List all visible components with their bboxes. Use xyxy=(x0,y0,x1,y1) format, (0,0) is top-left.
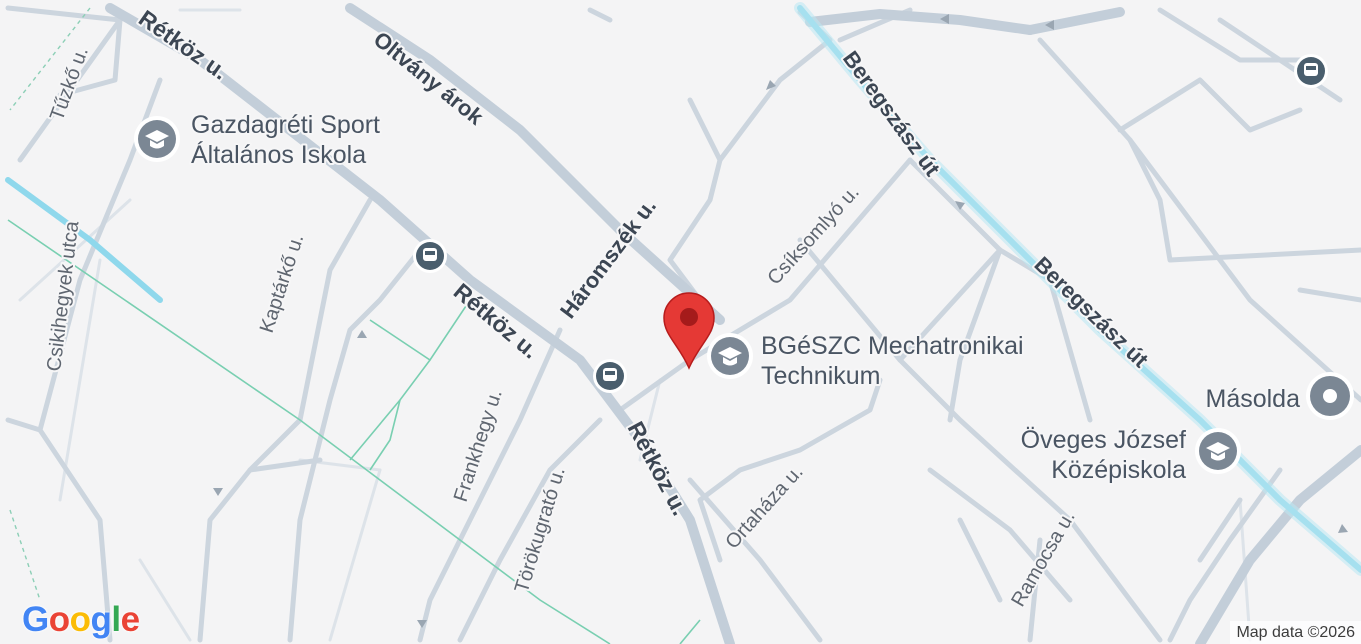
map-attribution[interactable]: Map data ©2026 xyxy=(1230,621,1361,644)
poi-bgeszc-school[interactable]: BGéSZC Mechatronikai Technikum xyxy=(707,330,1026,392)
tram-outline xyxy=(794,2,1361,576)
bus-stop-1[interactable] xyxy=(413,239,447,273)
place-icon-dot xyxy=(1323,389,1337,403)
poi-oveges-school[interactable]: Öveges József Középiskola xyxy=(1019,424,1241,486)
logo-letter: G xyxy=(22,600,49,639)
one-way-arrows xyxy=(213,14,1348,628)
poi-masolda[interactable]: Másolda xyxy=(1204,372,1355,420)
poi-gazdagreti-school[interactable]: Gazdagréti Sport Általános Iskola xyxy=(134,109,382,171)
logo-letter: e xyxy=(120,600,140,639)
footpaths xyxy=(7,219,701,644)
poi-label-gazdagreti-2: Általános Iskola xyxy=(191,140,366,169)
dashed-paths xyxy=(9,7,91,601)
logo-letter: o xyxy=(69,600,91,639)
bus-stop-2[interactable] xyxy=(593,359,627,393)
poi-label-oveges-1: Öveges József xyxy=(1021,426,1186,454)
school-icon-glyph xyxy=(145,130,169,149)
poi-label-oveges-2: Középiskola xyxy=(1051,456,1186,484)
school-icon-glyph xyxy=(718,347,742,366)
logo-letter: o xyxy=(48,600,70,639)
logo-letter: l xyxy=(111,600,121,639)
location-marker[interactable] xyxy=(663,292,715,370)
google-logo[interactable]: Google xyxy=(22,602,140,637)
major-roads xyxy=(105,3,1361,644)
bus-window xyxy=(1306,66,1316,70)
school-icon-glyph xyxy=(1206,442,1230,461)
bus-window xyxy=(425,251,435,255)
map-pin-dot xyxy=(680,308,698,326)
poi-label-bgeszc-1: BGéSZC Mechatronikai xyxy=(761,332,1024,360)
poi-label-bgeszc-2: Technikum xyxy=(761,362,881,390)
map-pin-icon xyxy=(663,292,715,370)
poi-label-gazdagreti-1: Gazdagréti Sport xyxy=(191,111,380,139)
poi-label-masolda: Másolda xyxy=(1206,385,1301,413)
bus-stop-3[interactable] xyxy=(1294,54,1328,88)
bus-window xyxy=(605,371,615,375)
logo-letter: g xyxy=(90,600,112,639)
